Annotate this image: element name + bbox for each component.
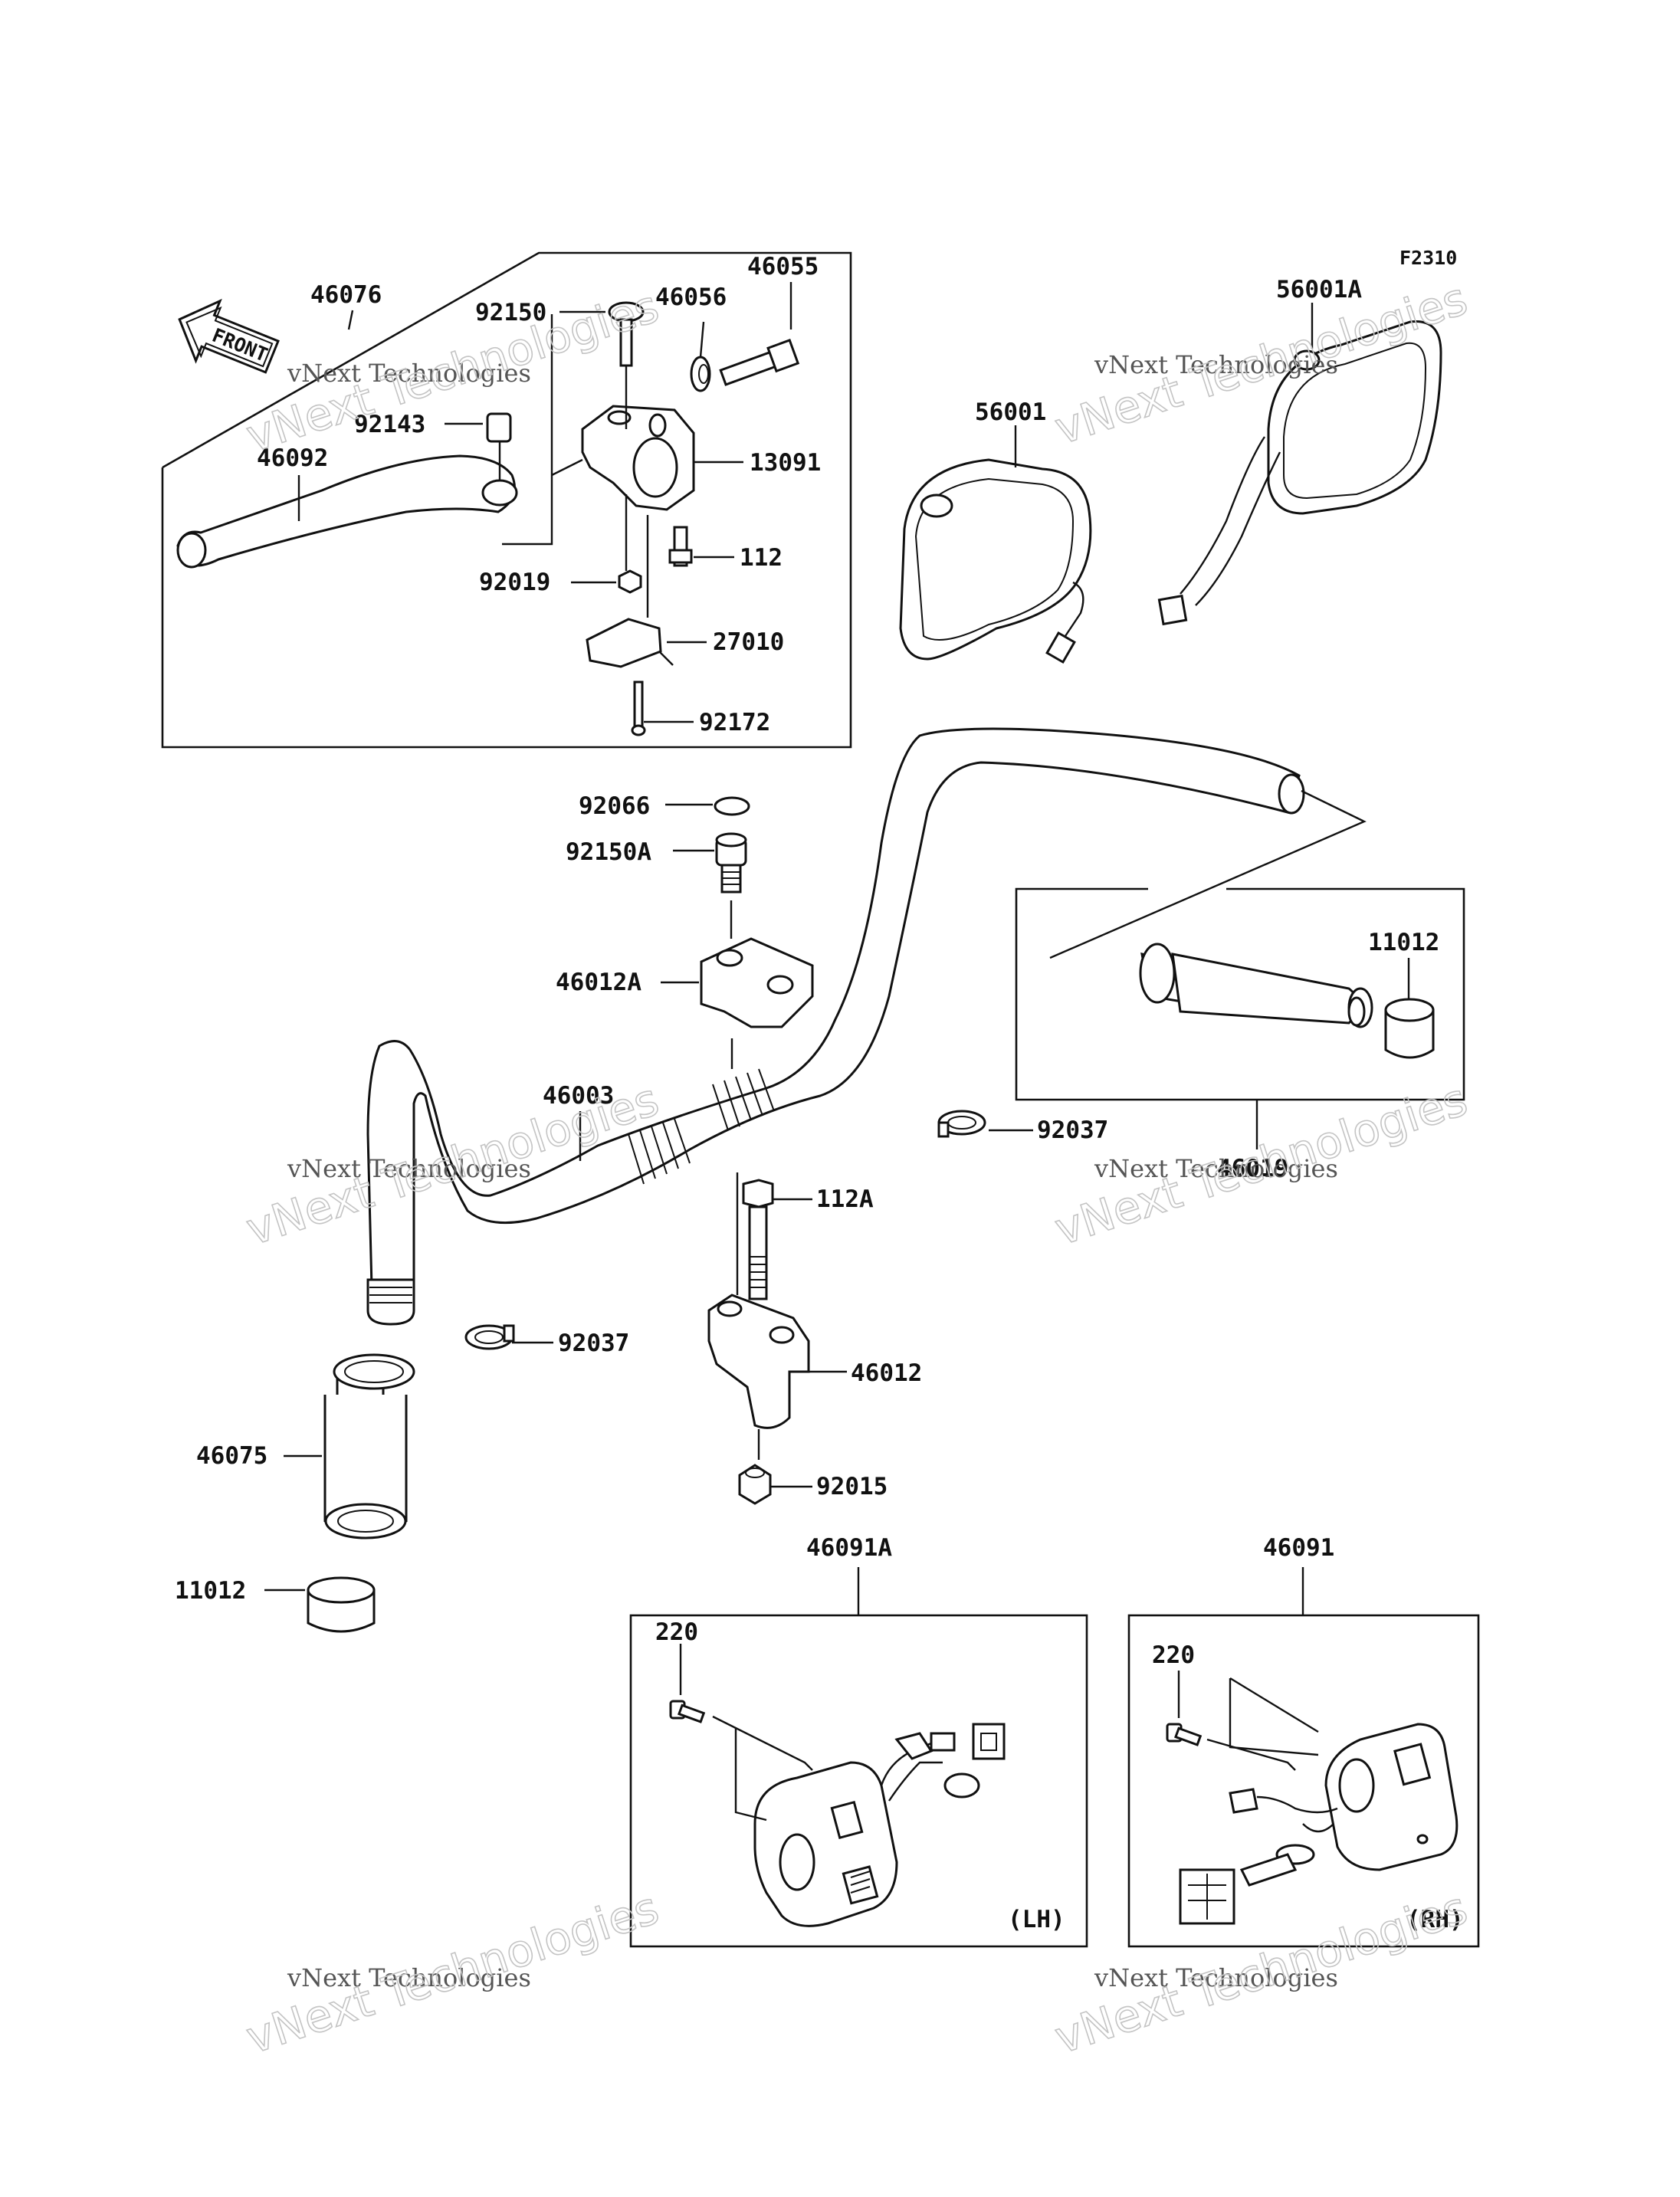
collar-92143-part [486,412,512,443]
label-92019: 92019 [479,569,550,596]
nut-92015-part [738,1464,772,1505]
locknut-46056-part [690,356,711,392]
clutch-lever-part [176,454,518,569]
label-46091: 46091 [1263,1534,1334,1562]
label-56001A: 56001A [1276,276,1362,303]
label-92150A: 92150A [566,838,651,866]
label-46075: 46075 [196,1442,267,1470]
label-11012-bottom: 11012 [175,1577,246,1605]
handlebar-46003-part [366,727,1305,1326]
watermark-top-right-line1: vNext Technologies [1094,350,1338,379]
label-220-lh: 220 [655,1618,698,1646]
watermark-bottom-right-line1: vNext Technologies [1094,1963,1338,1992]
cap-92066-part [714,796,750,816]
label-27010: 27010 [713,628,784,656]
bolt-92150A-part [715,832,747,894]
adjuster-46055-part [719,339,800,386]
label-46012: 46012 [851,1359,922,1387]
screw-112-part [668,526,693,567]
watermark-bottom-right: vNext Technologies vNext Technologies [1048,1881,1475,2064]
label-92015: 92015 [816,1473,888,1500]
leader-220-rh-top [1229,1677,1319,1733]
label-46012A: 46012A [556,969,641,996]
grip-leader-from-bar [1049,789,1367,959]
clamp-92037-right-part [937,1110,986,1138]
label-112A: 112A [816,1185,874,1213]
label-92037-right: 92037 [1037,1117,1108,1144]
label-46056: 46056 [655,284,727,311]
lh-screw-220-part [669,1700,706,1723]
label-92037-left: 92037 [558,1330,629,1357]
bolt-112A-part [742,1179,774,1300]
label-46003: 46003 [543,1082,614,1110]
cap-11012-top-part [1384,998,1435,1059]
nut-92019-part [618,569,642,594]
rh-screw-220-part [1166,1723,1203,1746]
leader-220-rh-bracket [1229,1678,1319,1756]
label-13091: 13091 [750,449,821,477]
reference-code: F2310 [1399,247,1457,269]
upper-holder-46012A-part [700,937,814,1028]
front-arrow-icon: FRONT [178,298,280,374]
leader-220-lh-bracket [734,1728,767,1822]
grip-46075-part [323,1353,415,1540]
throttle-grip-box [1015,887,1465,1101]
leader-220-lh-to-housing [712,1715,813,1771]
lh-switch-housing-part [753,1723,1006,1927]
leader-lines-top-box [297,282,792,723]
knurl-right [712,1068,775,1131]
lower-holder-46012-part [707,1294,810,1429]
screw-92172-part [631,680,646,736]
label-lh: (LH) [1008,1906,1065,1933]
label-112: 112 [740,544,783,572]
label-46091A: 46091A [806,1534,892,1562]
cap-11012-bottom-part [307,1576,376,1633]
label-220-rh: 220 [1152,1641,1195,1669]
label-rh: (RH) [1406,1906,1464,1933]
mirror-56001A-part [1157,320,1442,626]
label-92143: 92143 [354,411,425,438]
label-46076: 46076 [310,281,382,309]
watermark-mid-right-line1: vNext Technologies [1094,1154,1338,1183]
leader-220-rh-to-housing [1206,1738,1296,1771]
clamp-92037-left-part [464,1324,515,1350]
clutch-lever-assembly-box [161,251,852,749]
knurl-left [628,1118,691,1185]
switch-27010-part [586,618,674,668]
label-92150: 92150 [475,299,546,326]
label-46092: 46092 [257,444,328,472]
label-46019: 46019 [1217,1155,1288,1182]
bolt-92150-part [608,301,645,367]
mirror-56001-part [899,458,1092,664]
throttle-grip-46019-part [1139,943,1373,1028]
watermark-bottom-left-line1: vNext Technologies [287,1963,531,1992]
watermark-mid-left-line1: vNext Technologies [287,1154,531,1183]
watermark-bottom-left: vNext Technologies vNext Technologies [240,1881,666,2064]
label-92066: 92066 [579,792,650,820]
lever-bracket-part [581,405,695,511]
label-46055: 46055 [747,253,819,280]
rh-switch-housing-part [1179,1723,1459,1925]
label-92172: 92172 [699,709,770,736]
label-56001: 56001 [975,398,1046,426]
watermark-top-left-line1: vNext Technologies [287,359,531,388]
label-11012-top: 11012 [1368,929,1439,956]
